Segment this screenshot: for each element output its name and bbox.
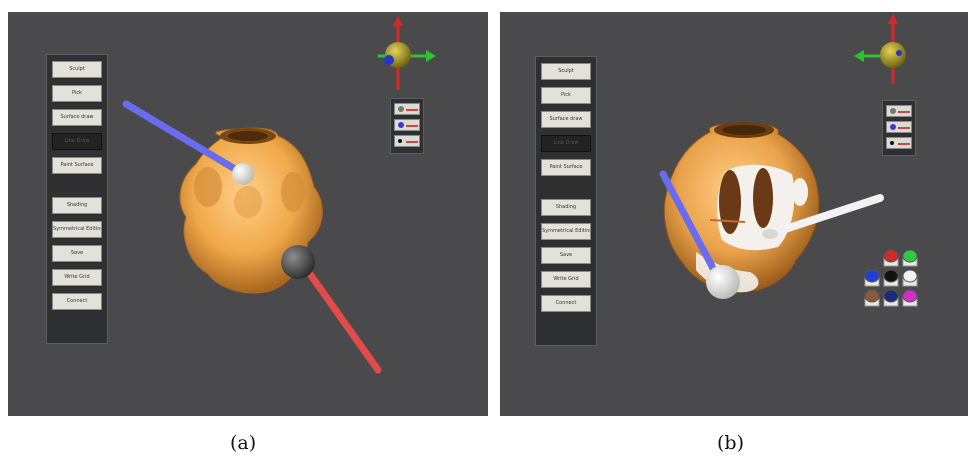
sculpt-button[interactable]: Sculpt xyxy=(541,63,591,80)
scene-b[interactable] xyxy=(500,12,968,416)
painted-vase-model[interactable] xyxy=(663,122,820,293)
paint-surface-button[interactable]: Paint Surface xyxy=(541,159,591,176)
sphere-icon xyxy=(398,106,404,112)
surface-draw-button[interactable]: Surface draw xyxy=(52,109,102,126)
mini-tool-1[interactable] xyxy=(394,103,420,115)
write-grid-button[interactable]: Write Grid xyxy=(541,271,591,288)
pick-button[interactable]: Pick xyxy=(52,85,102,102)
blue-stylus[interactable] xyxy=(659,170,740,299)
white-stylus[interactable] xyxy=(762,194,884,239)
shading-button[interactable]: Shading xyxy=(52,197,102,214)
mini-tool-3[interactable] xyxy=(886,137,912,149)
caption-b: (b) xyxy=(717,432,744,454)
connect-button[interactable]: Connect xyxy=(52,293,102,310)
sphere-icon xyxy=(890,108,896,114)
mini-tool-2[interactable] xyxy=(886,121,912,133)
tool-panel: Sculpt Pick Surface draw Line Draw Paint… xyxy=(46,54,108,344)
connect-button[interactable]: Connect xyxy=(541,295,591,312)
mini-tool-2[interactable] xyxy=(394,119,420,131)
line-draw-button[interactable]: Line Draw xyxy=(541,135,591,152)
blue-stylus[interactable] xyxy=(122,100,254,185)
red-stylus[interactable] xyxy=(281,245,382,374)
save-button[interactable]: Save xyxy=(52,245,102,262)
sculpt-button[interactable]: Sculpt xyxy=(52,61,102,78)
caption-a: (a) xyxy=(230,432,257,454)
symmetrical-editing-button[interactable]: Symmetrical Editing xyxy=(52,221,102,238)
palette-color-swatch[interactable] xyxy=(902,289,918,307)
mini-toolbar xyxy=(882,100,916,156)
tool-panel: Sculpt Pick Surface draw Line Draw Paint… xyxy=(535,56,597,346)
dot-icon xyxy=(398,139,402,143)
write-grid-button[interactable]: Write Grid xyxy=(52,269,102,286)
paint-surface-button[interactable]: Paint Surface xyxy=(52,157,102,174)
pick-button[interactable]: Pick xyxy=(541,87,591,104)
palette-color-swatch[interactable] xyxy=(883,249,899,267)
color-palette[interactable] xyxy=(864,249,918,307)
dot-icon xyxy=(890,141,894,145)
palette-color-swatch[interactable] xyxy=(864,269,880,287)
sphere-icon xyxy=(398,122,404,128)
mini-tool-3[interactable] xyxy=(394,135,420,147)
palette-color-swatch[interactable] xyxy=(902,269,918,287)
viewport-a[interactable]: Sculpt Pick Surface draw Line Draw Paint… xyxy=(8,12,488,416)
palette-color-swatch[interactable] xyxy=(883,289,899,307)
line-draw-button[interactable]: Line Draw xyxy=(52,133,102,150)
orientation-gizmo[interactable] xyxy=(854,14,906,84)
surface-draw-button[interactable]: Surface draw xyxy=(541,111,591,128)
scene-a[interactable] xyxy=(8,12,488,416)
save-button[interactable]: Save xyxy=(541,247,591,264)
palette-color-swatch[interactable] xyxy=(864,289,880,307)
mini-toolbar xyxy=(390,98,424,154)
orientation-gizmo[interactable] xyxy=(378,16,436,90)
shading-button[interactable]: Shading xyxy=(541,199,591,216)
sphere-icon xyxy=(890,124,896,130)
palette-color-swatch[interactable] xyxy=(883,269,899,287)
mini-tool-1[interactable] xyxy=(886,105,912,117)
palette-color-swatch[interactable] xyxy=(902,249,918,267)
symmetrical-editing-button[interactable]: Symmetrical Editing xyxy=(541,223,591,240)
viewport-b[interactable]: Sculpt Pick Surface draw Line Draw Paint… xyxy=(500,12,968,416)
